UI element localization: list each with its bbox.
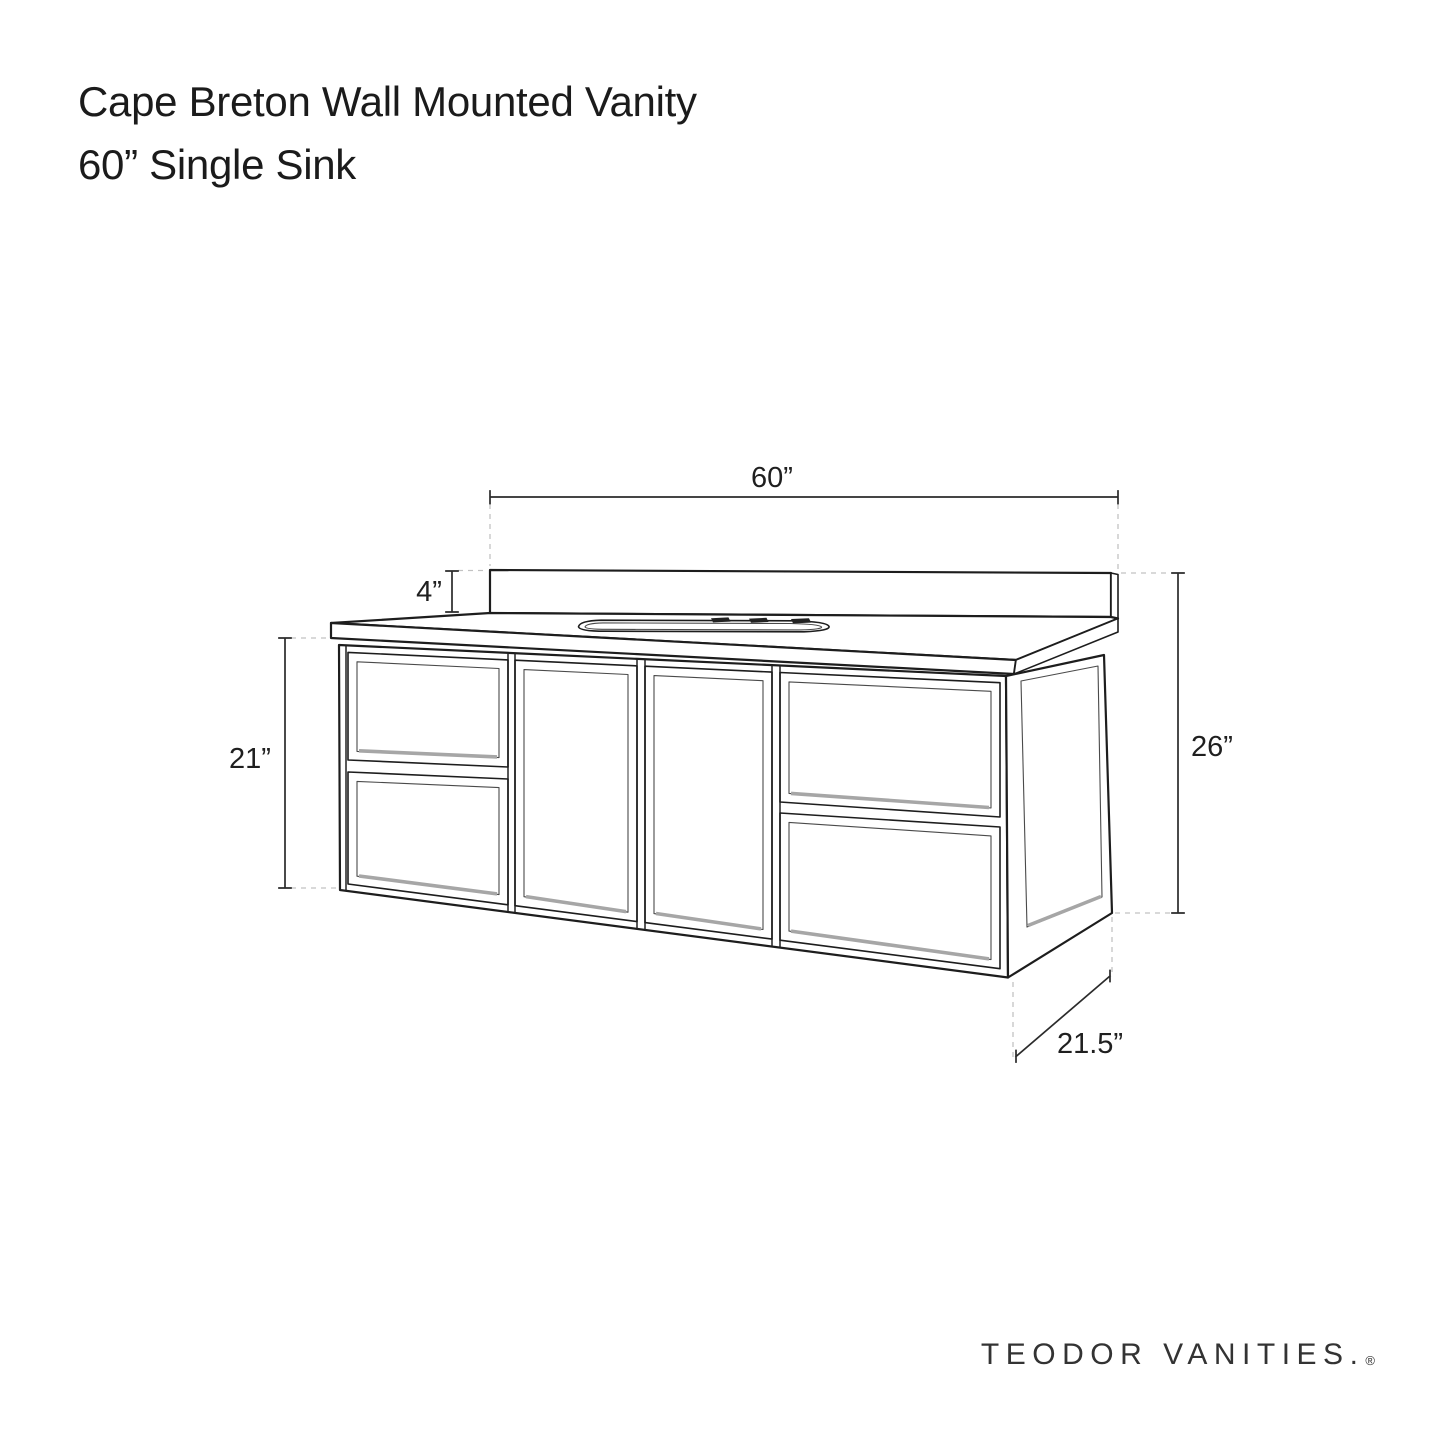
dimension-line — [1171, 572, 1185, 914]
dimension-depth-label: 21.5” — [1057, 1028, 1123, 1060]
drawer-front — [347, 651, 509, 768]
drawer-front — [347, 771, 509, 906]
sink-rim-inner — [584, 622, 823, 631]
cabinet-side-face — [1004, 653, 1114, 979]
faucet-hole-icon — [791, 618, 811, 624]
drawer-bottom-right — [779, 812, 1001, 970]
page-title: Cape Breton Wall Mounted Vanity 60” Sing… — [78, 70, 697, 196]
dimension-overall-height: 26” — [1115, 572, 1233, 914]
door-panel-shadow — [655, 911, 762, 931]
cabinet — [337, 643, 1114, 979]
drawer-front — [779, 812, 1001, 970]
backsplash-front-face — [488, 568, 1113, 619]
backsplash — [488, 568, 1119, 620]
dimension-leader — [489, 504, 1119, 569]
title-line-2: 60” Single Sink — [78, 141, 356, 188]
dimension-overall-height-label: 26” — [1191, 731, 1233, 763]
dimension-line — [1014, 969, 1112, 1063]
door-front — [644, 665, 773, 940]
brand-logo-text: TEODOR VANITIES. — [980, 1338, 1365, 1371]
dimension-width: 60” — [489, 462, 1119, 569]
dimension-cabinet-height: 21” — [229, 637, 336, 889]
dimension-leader — [291, 637, 336, 889]
dimension-line — [278, 637, 292, 889]
faucet-holes — [711, 617, 811, 624]
door-panel — [653, 675, 764, 931]
dimension-cabinet-height-label: 21” — [229, 743, 271, 775]
drawer-panel — [788, 821, 992, 961]
faucet-hole-icon — [749, 617, 769, 623]
drawer-panel — [356, 661, 500, 759]
door-left — [514, 659, 638, 923]
drawer-panel-shadow — [358, 749, 498, 759]
dimension-backsplash-label: 4” — [416, 576, 442, 608]
cabinet-side-panel-shadow — [1027, 894, 1102, 928]
drawer-front — [779, 671, 1001, 818]
dimension-leader — [1012, 917, 1113, 1060]
countertop — [329, 611, 1120, 676]
dimension-leader — [1115, 572, 1171, 914]
dimension-depth: 21.5” — [1012, 917, 1123, 1063]
cabinet-side-panel — [1020, 665, 1103, 928]
drawer-panel — [788, 681, 992, 809]
drawer-top-right — [779, 671, 1001, 818]
title-line-1: Cape Breton Wall Mounted Vanity — [78, 78, 697, 125]
countertop-end-face — [1013, 617, 1119, 675]
dimension-line — [445, 570, 459, 613]
registered-trademark-icon: ® — [1365, 1353, 1375, 1368]
dimension-width-label: 60” — [751, 462, 793, 494]
drawer-panel-shadow — [790, 791, 990, 810]
sink-cutout — [577, 619, 830, 633]
dimension-backsplash-height: 4” — [416, 569, 486, 613]
door-panel — [523, 669, 629, 913]
door-front — [514, 659, 638, 923]
brand-logo: TEODOR VANITIES.® — [981, 1338, 1375, 1372]
drawer-panel — [356, 780, 500, 896]
drawer-top-left — [347, 651, 509, 768]
drawer-panel-shadow — [790, 929, 990, 961]
drawer-panel-shadow — [358, 874, 498, 896]
sink-rim-outer — [577, 619, 830, 633]
drawer-bottom-left — [347, 771, 509, 906]
dimension-line — [489, 490, 1119, 505]
door-panel-shadow — [525, 894, 627, 914]
backsplash-end-face — [1110, 572, 1119, 620]
door-right — [644, 665, 773, 940]
faucet-hole-icon — [711, 617, 731, 623]
